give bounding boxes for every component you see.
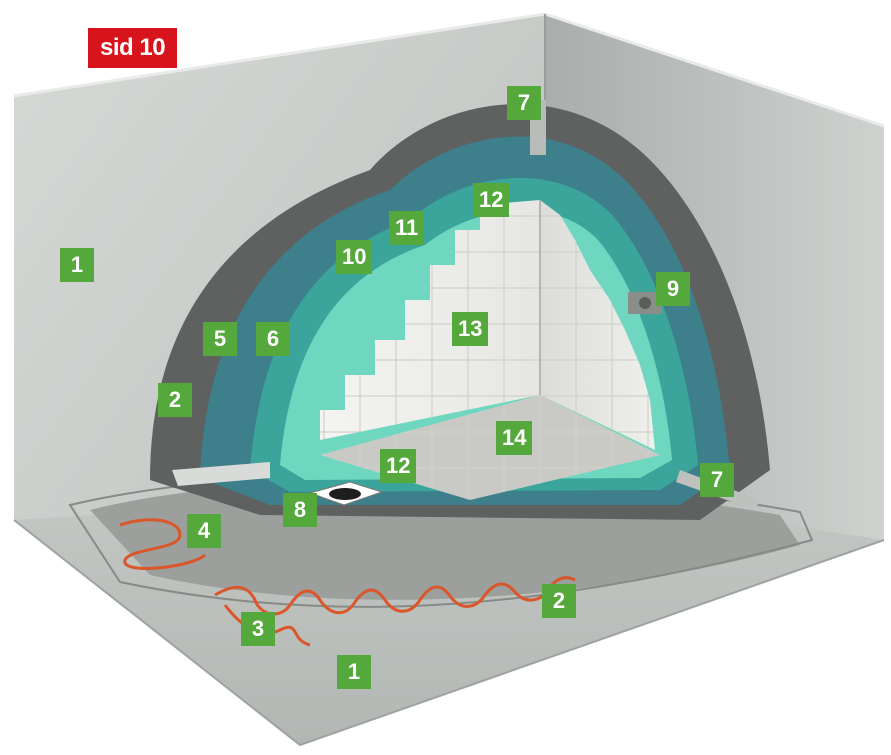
- callout-14: 14: [496, 421, 532, 455]
- callout-12-floor: 12: [380, 449, 416, 483]
- callout-5: 5: [203, 322, 237, 356]
- page-reference-tag: sid 10: [88, 28, 177, 68]
- callout-9: 9: [656, 272, 690, 306]
- callout-3: 3: [241, 612, 275, 646]
- callout-7-floor: 7: [700, 463, 734, 497]
- callout-8: 8: [283, 493, 317, 527]
- callout-13: 13: [452, 312, 488, 346]
- callout-6: 6: [256, 322, 290, 356]
- callout-1-wall: 1: [60, 248, 94, 282]
- callout-12-top: 12: [473, 183, 509, 217]
- callout-11: 11: [389, 211, 424, 245]
- callout-1-floor: 1: [337, 655, 371, 689]
- callout-7-top: 7: [507, 86, 541, 120]
- callout-2-floor: 2: [542, 584, 576, 618]
- callout-4: 4: [187, 514, 221, 548]
- callout-2-wall: 2: [158, 383, 192, 417]
- callout-10: 10: [336, 240, 372, 274]
